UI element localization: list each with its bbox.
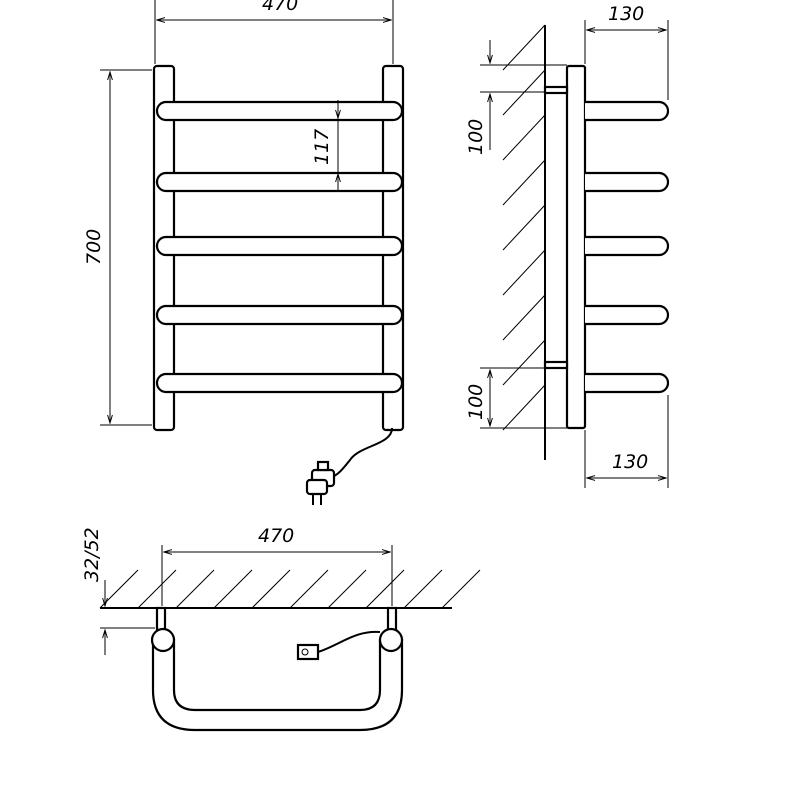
hatch-line <box>251 569 291 609</box>
mount-bottom-label: 100 <box>465 384 487 420</box>
hatch-line <box>502 294 546 341</box>
mount-top-label: 100 <box>465 119 487 155</box>
bottom-bracket <box>543 360 569 370</box>
hatch-line <box>213 569 253 609</box>
width-dimension-label: 470 <box>262 0 298 15</box>
hatch-line <box>502 204 546 251</box>
hatch-line <box>137 569 177 609</box>
hatch-line <box>289 569 329 609</box>
rung <box>155 372 404 394</box>
hatch-line <box>502 24 546 71</box>
top-bracket <box>543 85 569 95</box>
right-joint <box>378 627 404 653</box>
side-rung <box>585 171 670 193</box>
rung <box>155 235 404 257</box>
side-rung <box>585 304 670 326</box>
hatch-line <box>327 569 367 609</box>
hatch-line <box>502 384 546 431</box>
side-view: 130 100 100 130 <box>465 3 670 488</box>
hatch-line <box>99 569 139 609</box>
hatch-line <box>502 114 546 161</box>
rung <box>155 100 404 122</box>
side-post <box>565 64 587 430</box>
side-rung <box>585 372 670 394</box>
side-rung <box>585 100 670 122</box>
depth-bottom-label: 130 <box>612 451 648 473</box>
top-width-label: 470 <box>258 525 294 547</box>
depth-top-label: 130 <box>608 3 644 25</box>
power-cable-top <box>317 630 381 653</box>
plug-icon <box>305 460 336 505</box>
side-rung <box>585 235 670 257</box>
power-cable <box>329 427 393 479</box>
rung <box>155 171 404 193</box>
hatch-line <box>502 159 546 206</box>
hatch-line <box>441 569 481 609</box>
wall-gap-label: 32/52 <box>81 527 103 582</box>
hatch-line <box>502 249 546 296</box>
rung <box>155 304 404 326</box>
rung-spacing-label: 117 <box>311 129 333 165</box>
hatch-line <box>502 339 546 386</box>
left-joint <box>150 627 176 653</box>
hatch-line <box>403 569 443 609</box>
wall-hatching <box>99 569 481 609</box>
u-shaped-rail <box>151 638 404 732</box>
front-view: 470 700 117 <box>83 0 405 505</box>
top-view: 470 32/52 <box>81 525 481 732</box>
hatch-line <box>175 569 215 609</box>
height-dimension-label: 700 <box>83 229 105 265</box>
hatch-line <box>365 569 405 609</box>
wall-hatching <box>502 24 546 431</box>
rungs <box>155 100 404 394</box>
side-rungs <box>585 100 670 394</box>
